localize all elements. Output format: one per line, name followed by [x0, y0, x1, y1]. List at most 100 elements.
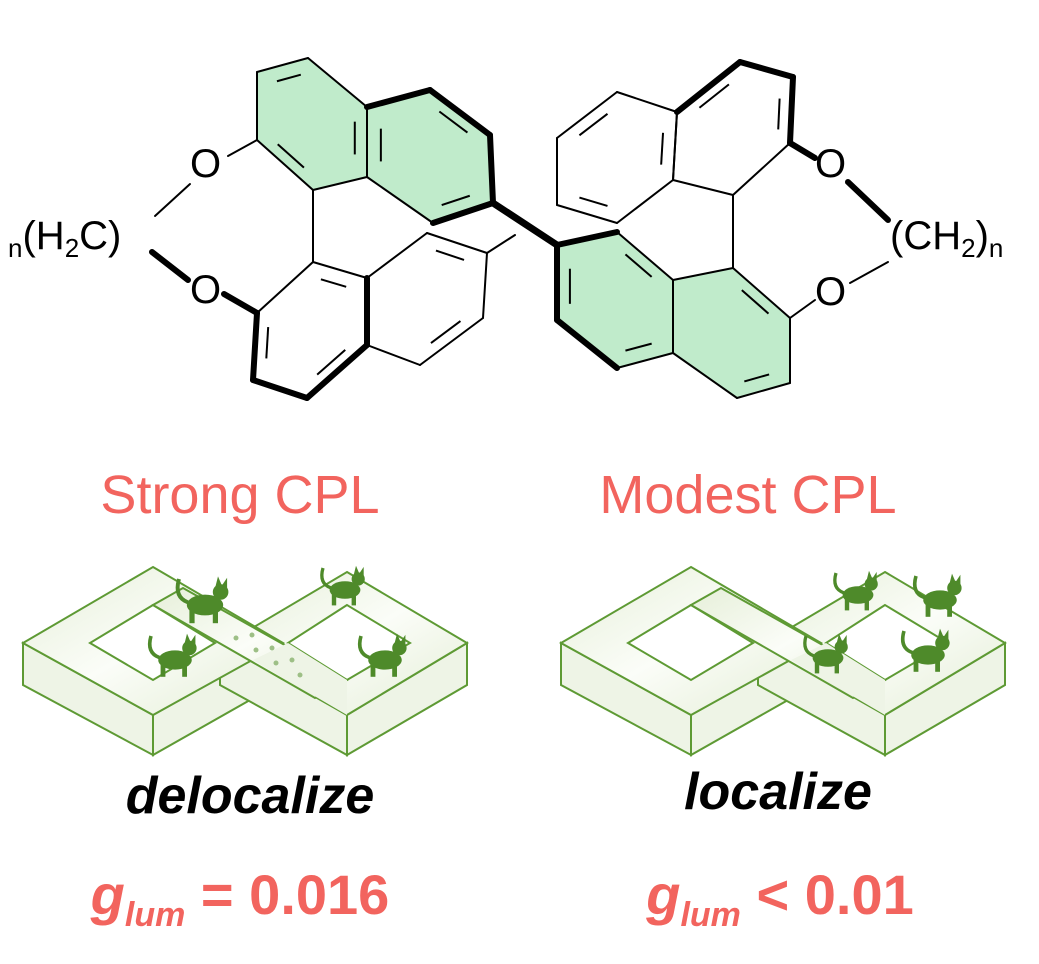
- bond: [737, 59, 796, 80]
- double-bond: [430, 320, 462, 344]
- bond: [426, 232, 488, 254]
- double-bond: [744, 373, 770, 383]
- double-bond: [277, 143, 305, 169]
- highlighted-ring: [257, 58, 367, 190]
- cat-icon: [357, 633, 407, 677]
- infinity-loop-localized: [558, 565, 1007, 757]
- bond: [304, 342, 370, 401]
- g-symbol: g: [90, 863, 125, 926]
- chain-open: (H: [22, 214, 65, 258]
- infinity-loop-delocalized: [20, 565, 469, 757]
- bond: [366, 344, 421, 366]
- paw-print: [253, 647, 259, 653]
- right-methylene-chain: (CH2)n: [890, 214, 1003, 264]
- bond: [845, 179, 891, 223]
- g-subscript: lum: [680, 896, 741, 934]
- bond: [256, 139, 314, 191]
- double-bond: [265, 326, 270, 359]
- right-cpl-title: Modest CPL: [599, 465, 897, 525]
- bond: [672, 111, 678, 181]
- bond: [732, 267, 791, 319]
- double-bond: [316, 349, 346, 376]
- bond: [250, 310, 260, 383]
- double-bond: [625, 342, 652, 352]
- loop-top-face: [558, 565, 824, 717]
- oxygen-label: O: [190, 142, 222, 186]
- delocalize-label: delocalize: [125, 767, 375, 825]
- bond: [787, 74, 796, 146]
- chain-sub: 2: [961, 233, 976, 263]
- cat-icon: [320, 565, 365, 606]
- double-bond: [438, 110, 469, 134]
- binaphthyl-structure: [149, 57, 891, 401]
- paw-print: [273, 660, 279, 666]
- cat-icon: [900, 628, 950, 672]
- bond: [672, 267, 734, 281]
- bond: [487, 132, 496, 206]
- bond: [616, 352, 674, 369]
- bond: [149, 249, 191, 283]
- double-bond: [698, 83, 730, 109]
- paw-print: [233, 635, 239, 641]
- bond: [154, 183, 191, 217]
- cat-icon: [803, 633, 848, 674]
- bond: [419, 317, 484, 366]
- bond: [427, 87, 493, 138]
- bond: [554, 229, 620, 248]
- chain-open: (CH: [890, 214, 962, 258]
- bond: [227, 139, 258, 157]
- double-bond: [578, 112, 609, 137]
- double-bond: [435, 249, 465, 261]
- double-bond: [741, 289, 770, 315]
- oxygen-label: O: [815, 270, 847, 314]
- bond: [674, 59, 743, 115]
- paw-print: [297, 672, 303, 678]
- double-bond: [624, 253, 653, 278]
- bond: [221, 291, 260, 316]
- bond: [364, 87, 433, 110]
- cat-icon: [833, 570, 878, 611]
- bond: [736, 382, 791, 399]
- bond: [672, 179, 734, 196]
- bond: [430, 200, 496, 226]
- bond: [616, 179, 674, 224]
- double-bond: [579, 196, 608, 207]
- double-bond: [777, 98, 781, 130]
- bond: [489, 199, 561, 249]
- highlighted-ring: [367, 90, 493, 223]
- double-bond: [660, 132, 665, 165]
- bond: [789, 299, 816, 319]
- highlighted-ring: [557, 232, 673, 368]
- g-symbol: g: [646, 863, 681, 926]
- bond: [312, 261, 368, 279]
- loop-top-face: [20, 565, 286, 717]
- chain-count: n: [988, 233, 1004, 263]
- bond: [556, 91, 618, 139]
- left-g-lum-value: glum = 0.016: [0, 862, 480, 935]
- bond: [672, 352, 738, 399]
- bond: [312, 176, 368, 191]
- bond: [556, 204, 618, 224]
- bond: [849, 261, 889, 284]
- bond: [482, 252, 488, 319]
- bond: [554, 317, 620, 371]
- double-bond: [276, 73, 302, 83]
- cat-icon: [912, 573, 962, 617]
- g-value: < 0.01: [756, 863, 914, 926]
- bond: [366, 176, 434, 224]
- bond: [787, 140, 818, 161]
- bond: [616, 91, 678, 113]
- chain-count: n: [8, 233, 23, 263]
- bond: [256, 261, 314, 314]
- chain-sub: 2: [64, 233, 80, 263]
- double-bond: [320, 278, 347, 288]
- chain-close: C): [79, 214, 122, 258]
- bond: [486, 234, 516, 254]
- oxygen-label: O: [815, 142, 847, 186]
- cat-icon: [175, 576, 229, 624]
- chain-close: ): [975, 214, 989, 258]
- double-bond: [441, 194, 471, 207]
- left-cpl-title: Strong CPL: [100, 465, 380, 525]
- bond: [250, 377, 310, 401]
- g-subscript: lum: [124, 896, 186, 934]
